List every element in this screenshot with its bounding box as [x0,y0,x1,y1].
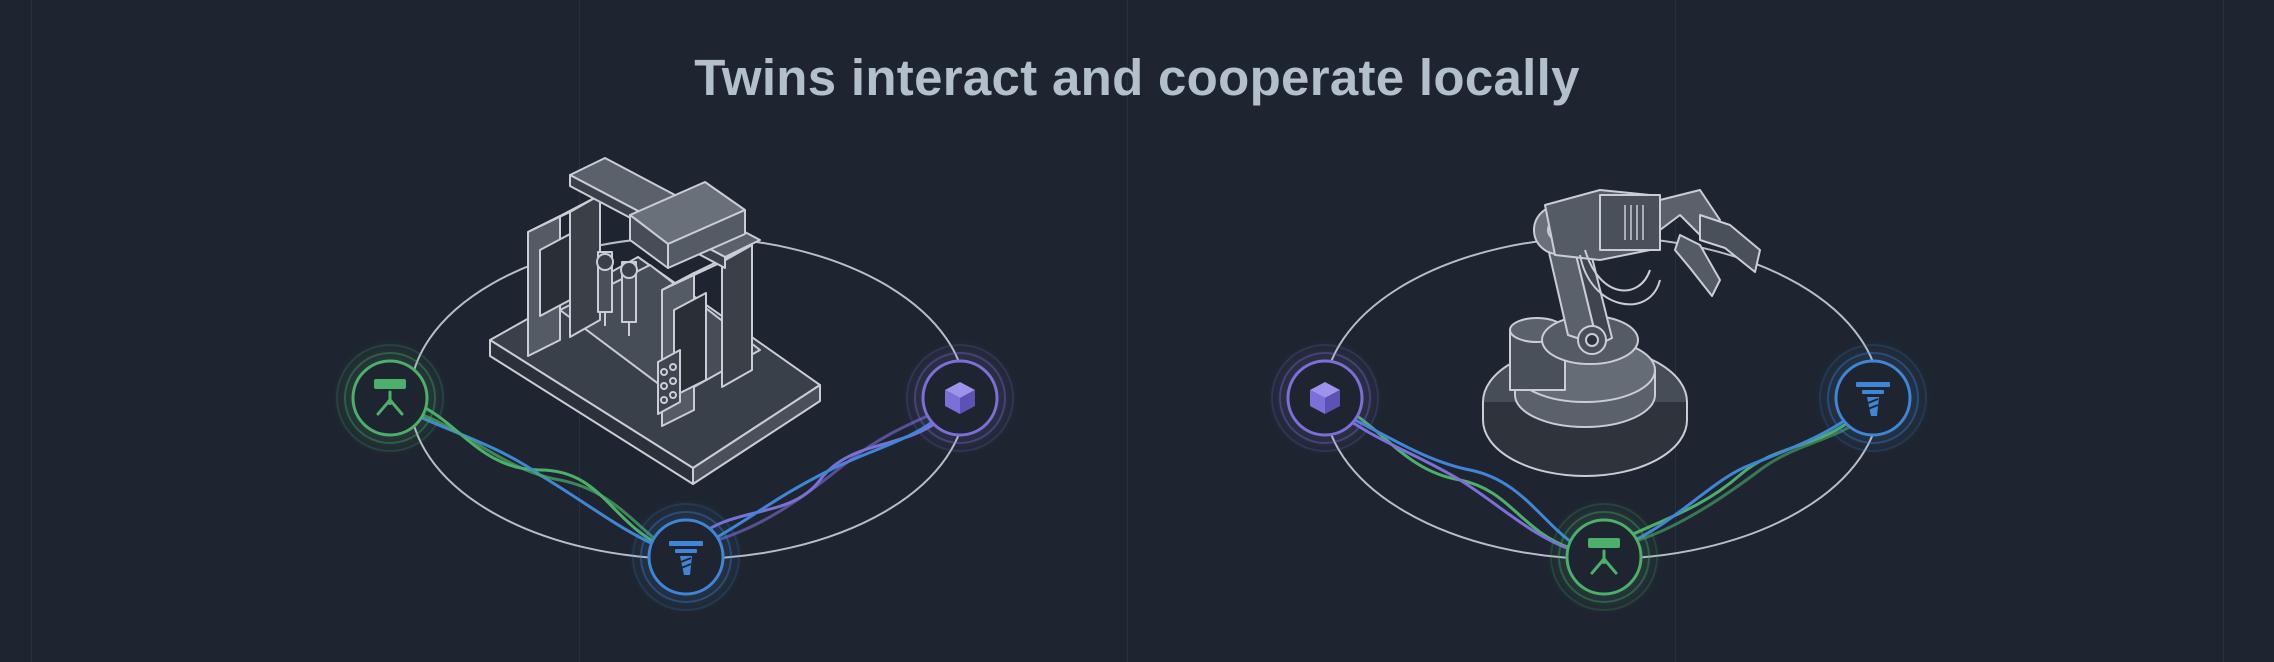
left-cube-node[interactable] [902,340,1018,456]
right-gripper-node[interactable] [1546,499,1662,615]
gantry-machine-illustration [489,157,821,485]
right-twin-group [1267,189,1931,615]
cube-icon [1310,382,1340,414]
grid-line-5 [2223,0,2224,662]
grid-line-3 [1127,0,1128,662]
cube-icon [945,382,975,414]
left-gripper-node[interactable] [332,340,448,456]
page-title: Twins interact and cooperate locally [694,49,1580,106]
right-cube-node[interactable] [1267,340,1383,456]
robot-arm-illustration [1482,189,1761,477]
grid-line-4 [1675,0,1676,662]
gripper-icon [1588,538,1620,575]
left-drill-node[interactable] [628,499,744,615]
right-drill-node[interactable] [1815,340,1931,456]
gripper-icon [374,379,406,416]
drill-icon [1856,382,1890,416]
left-twin-group [332,157,1018,615]
drill-icon [669,541,703,575]
grid-line-1 [31,0,32,662]
